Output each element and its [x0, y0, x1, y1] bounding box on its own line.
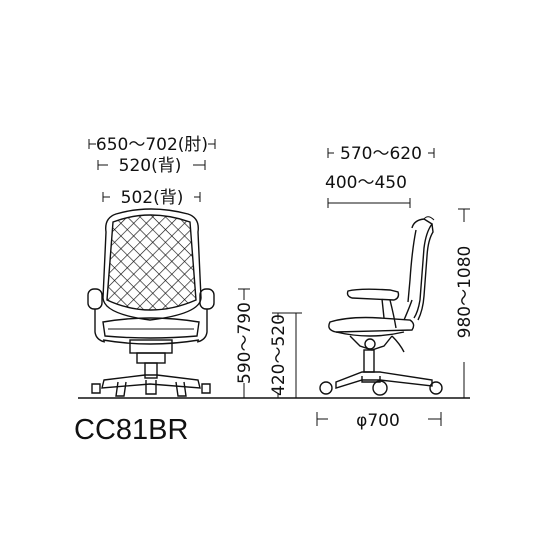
dimension-back-width-inner: 502(背) [102, 188, 201, 208]
seat-depth-label: 400～450 [325, 173, 407, 193]
chair-front-view [87, 208, 215, 397]
dimension-back-width-outer: 520(背) [97, 156, 206, 176]
dimension-armrest-height: 590～790 [235, 288, 255, 399]
model-name: CC81BR [74, 414, 188, 446]
depth-total-label: 570～620 [340, 144, 422, 164]
armrest-height-label: 590～790 [235, 302, 255, 384]
dimension-base-diameter: φ700 [316, 411, 442, 431]
seat-height-label: 420～520 [269, 314, 289, 396]
dimension-seat-height: 420～520 [269, 312, 302, 399]
dimension-overall-height: 980～1080 [455, 208, 475, 399]
base-diameter-label: φ700 [356, 411, 400, 431]
armrest-width-label: 650～702(肘) [96, 135, 208, 155]
back-width-inner-label: 502(背) [121, 188, 184, 208]
chair-side-view [319, 216, 443, 396]
back-width-outer-label: 520(背) [119, 156, 182, 176]
overall-height-label: 980～1080 [455, 246, 475, 339]
dimension-depth-total: 570～620 [327, 144, 435, 164]
dimension-armrest-width: 650～702(肘) [88, 135, 216, 155]
dimension-seat-depth: 400～450 [325, 173, 411, 208]
